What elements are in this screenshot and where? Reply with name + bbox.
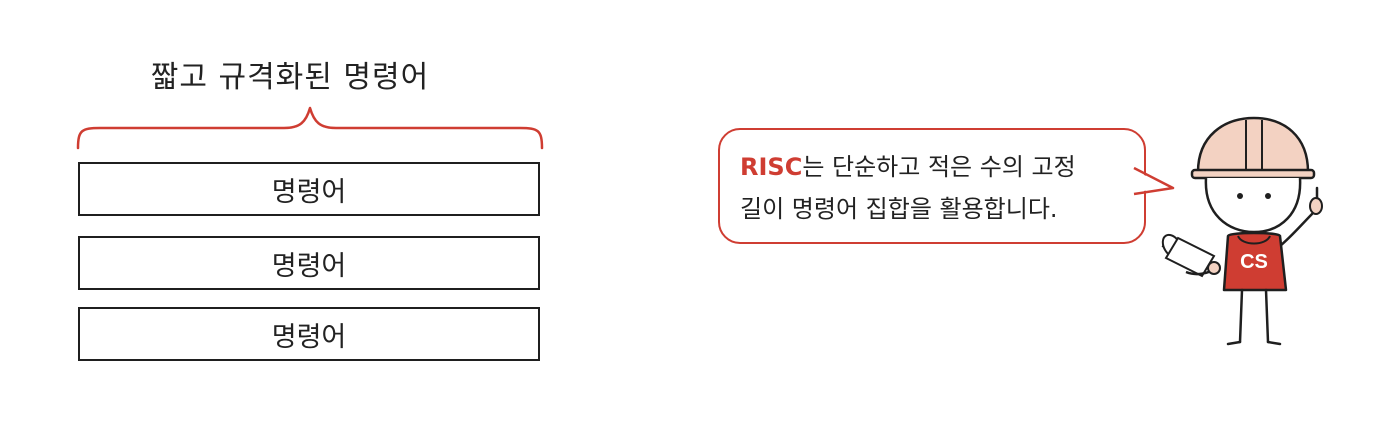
- speech-accent-word: RISC: [740, 153, 803, 181]
- instruction-label-2: 명령어: [271, 250, 347, 282]
- instruction-box-2: 명령어: [78, 236, 540, 290]
- speech-text: RISC는 단순하고 적은 수의 고정 길이 명령어 집합을 활용합니다.: [740, 146, 1130, 230]
- scroll-icon: [1161, 233, 1221, 278]
- shirt-label: CS: [1240, 251, 1268, 273]
- diagram-heading: 짧고 규격화된 명령어: [150, 60, 430, 95]
- instruction-box-1: 명령어: [78, 162, 540, 216]
- speech-bubble-tail: [1133, 166, 1175, 196]
- speech-bubble: [718, 128, 1146, 244]
- cs-mascot: CS: [1161, 116, 1323, 346]
- raised-hand: [1278, 186, 1323, 248]
- speech-line-1-rest: 는 단순하고 적은 수의 고정: [802, 153, 1076, 181]
- legs: [1226, 288, 1282, 346]
- instruction-box-3: 명령어: [78, 307, 540, 361]
- cs-shirt: [1222, 231, 1288, 292]
- face: [1204, 177, 1302, 234]
- speech-line-2: 길이 명령어 집합을 활용합니다.: [740, 195, 1058, 223]
- instruction-label-1: 명령어: [271, 176, 347, 208]
- curly-brace: [76, 106, 544, 150]
- instruction-label-3: 명령어: [271, 321, 347, 353]
- speech-line-1: RISC는 단순하고 적은 수의 고정: [740, 146, 1130, 188]
- hard-hat-icon: [1190, 116, 1316, 180]
